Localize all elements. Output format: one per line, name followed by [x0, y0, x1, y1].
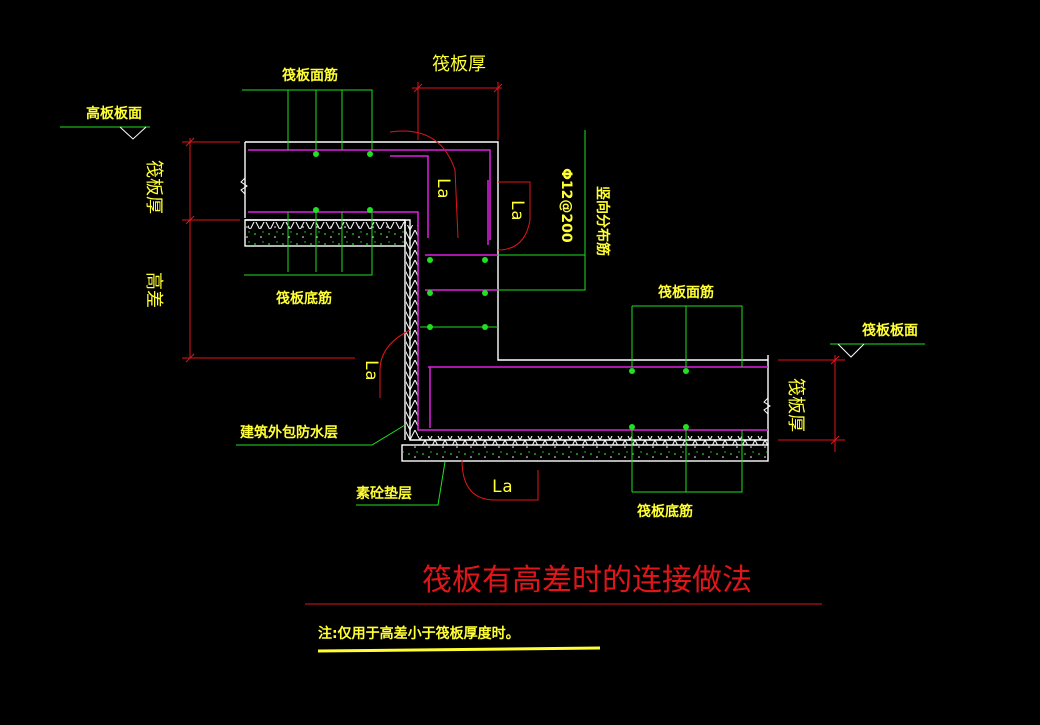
- label-raft-thickness-left: 筏板厚: [143, 160, 164, 214]
- label-raft-bottom-bar-upper: 筏板底筋: [276, 290, 332, 307]
- label-raft-top-bar-lower: 筏板面筋: [658, 284, 714, 301]
- rebar-dots: [313, 151, 689, 430]
- label-elevation-diff: 高差: [143, 272, 164, 308]
- label-plain-concrete-cushion: 素砼垫层: [356, 485, 412, 502]
- label-high-slab-surface: 高板板面: [86, 105, 142, 122]
- note-underline: [317, 646, 601, 653]
- label-raft-thickness-right: 筏板厚: [785, 378, 806, 432]
- upper-cushion-fill: [246, 226, 404, 245]
- rebar-lines: [248, 149, 768, 431]
- waterproof-hatch-horizontal: [418, 436, 768, 445]
- lower-cushion-fill: [403, 446, 767, 460]
- label-la-1: La: [433, 178, 453, 198]
- label-vertical-dist-bar: Φ12@200: [558, 168, 574, 243]
- waterproof-hatch-vertical: [406, 225, 418, 440]
- label-raft-thickness-top: 筏板厚: [432, 54, 486, 75]
- dimension-lines: [182, 82, 845, 605]
- label-raft-surface-right: 筏板板面: [862, 322, 918, 339]
- label-waterproof-layer: 建筑外包防水层: [240, 424, 338, 441]
- label-la-3: La: [361, 360, 381, 380]
- drawing-title: 筏板有高差时的连接做法: [422, 563, 752, 598]
- label-raft-top-bar-upper: 筏板面筋: [282, 67, 338, 84]
- label-vertical-dist-bar-name: 竖向分布筋: [594, 186, 611, 256]
- waterproof-hatch-upper: [248, 222, 406, 229]
- leader-lines: [60, 89, 925, 506]
- label-la-4: La: [492, 477, 512, 497]
- label-raft-bottom-bar-lower: 筏板底筋: [637, 503, 693, 520]
- break-mark-left: [240, 177, 248, 195]
- break-mark-right: [763, 397, 771, 415]
- label-la-2: La: [507, 200, 527, 220]
- drawing-note: 注:仅用于高差小于筏板厚度时。: [318, 625, 520, 642]
